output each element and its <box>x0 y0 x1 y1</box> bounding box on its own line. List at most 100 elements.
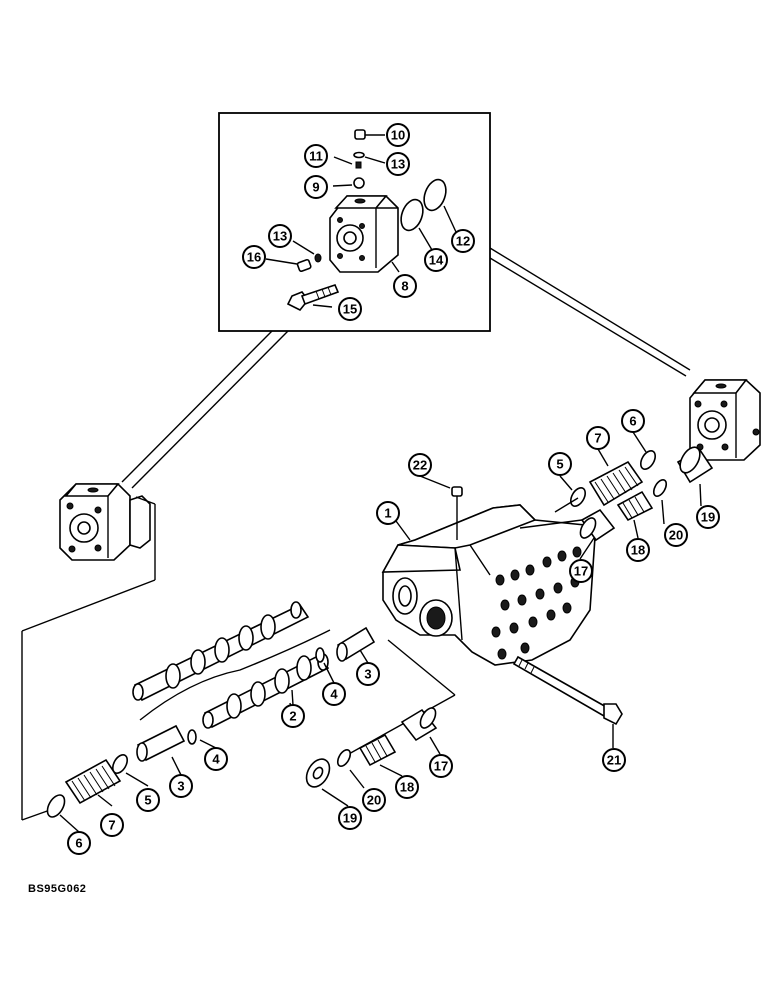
svg-text:7: 7 <box>594 431 601 446</box>
oring-part-4-left <box>187 729 197 745</box>
spring-part-18-lower <box>358 733 397 767</box>
svg-text:8: 8 <box>401 279 408 294</box>
callout-5-lower: 5 <box>136 788 160 812</box>
svg-text:17: 17 <box>434 759 448 774</box>
spool-part-2-lower <box>139 629 331 729</box>
svg-text:9: 9 <box>312 180 319 195</box>
svg-text:5: 5 <box>556 457 563 472</box>
svg-text:17: 17 <box>574 564 588 579</box>
oring-part-4-right <box>315 647 325 663</box>
seal-part-6-lower <box>46 794 66 818</box>
callout-7-upper: 7 <box>586 426 610 450</box>
inset-detail-box <box>121 112 691 489</box>
callout-20-upper: 20 <box>664 523 688 547</box>
fitting-part-22 <box>451 486 463 540</box>
callout-13-left: 13 <box>268 224 292 248</box>
svg-text:10: 10 <box>391 128 405 143</box>
spring-part-18-upper <box>616 490 654 522</box>
svg-text:6: 6 <box>629 414 636 429</box>
spool-part-2-upper <box>132 601 310 702</box>
callout-6-lower: 6 <box>67 831 91 855</box>
callout-19-upper: 19 <box>696 505 720 529</box>
plunger-part-17-upper <box>519 497 616 542</box>
callout-15: 15 <box>338 297 362 321</box>
washer-part-5-upper <box>569 487 587 507</box>
callout-17-lower: 17 <box>429 754 453 778</box>
plug-part-10 <box>354 129 385 140</box>
cap-part-19-lower <box>305 758 331 788</box>
plunger-part-3-right <box>336 626 376 662</box>
valve-body-part-1 <box>381 504 596 666</box>
svg-text:6: 6 <box>75 836 82 851</box>
callout-8: 8 <box>393 274 417 298</box>
callout-1: 1 <box>376 501 400 525</box>
svg-text:1: 1 <box>384 506 391 521</box>
spring-part-7-upper <box>588 460 644 507</box>
callout-leaders <box>59 431 702 833</box>
small-oring-inset <box>333 151 386 169</box>
svg-text:18: 18 <box>631 543 645 558</box>
svg-text:18: 18 <box>400 780 414 795</box>
plunger-part-17-lower <box>400 707 438 742</box>
callout-9: 9 <box>304 175 328 199</box>
callout-14: 14 <box>424 248 448 272</box>
svg-text:21: 21 <box>607 753 621 768</box>
callout-12: 12 <box>451 229 475 253</box>
callout-18-upper: 18 <box>626 538 650 562</box>
oring-part-12 <box>423 178 457 233</box>
oring-part-14 <box>400 198 433 251</box>
seal-part-6-upper <box>639 450 657 470</box>
oring-part-20-lower <box>336 749 352 767</box>
callout-4-left: 4 <box>204 747 228 771</box>
figure-code-label: BS95G062 <box>28 883 87 895</box>
left-relief-valve-view <box>21 483 156 821</box>
spring-part-7-lower <box>64 758 122 805</box>
callout-3-right: 3 <box>356 662 380 686</box>
callout-22: 22 <box>408 453 432 477</box>
callout-10: 10 <box>386 123 410 147</box>
svg-text:5: 5 <box>144 793 151 808</box>
callout-19-lower: 19 <box>338 806 362 830</box>
tie-bolt-part-21 <box>512 655 623 748</box>
plunger-part-3-left <box>136 724 186 762</box>
lower-center-leader <box>337 639 456 761</box>
right-relief-valve-view <box>689 379 761 461</box>
bolt-part-15 <box>286 284 340 312</box>
callout-2: 2 <box>281 704 305 728</box>
oring-part-20-upper <box>652 479 668 497</box>
svg-text:16: 16 <box>247 250 261 265</box>
callout-5-upper: 5 <box>548 452 572 476</box>
svg-text:13: 13 <box>391 157 405 172</box>
svg-text:4: 4 <box>212 752 220 767</box>
svg-text:11: 11 <box>309 149 323 164</box>
callout-20-lower: 20 <box>362 788 386 812</box>
svg-text:20: 20 <box>367 793 381 808</box>
svg-text:19: 19 <box>701 510 715 525</box>
svg-text:19: 19 <box>343 811 357 826</box>
cap-part-19-upper <box>676 446 714 484</box>
svg-text:14: 14 <box>429 253 444 268</box>
callout-4-right: 4 <box>322 682 346 706</box>
svg-text:13: 13 <box>273 229 287 244</box>
svg-text:7: 7 <box>108 818 115 833</box>
callout-21: 21 <box>602 748 626 772</box>
callout-17-upper: 17 <box>569 559 593 583</box>
svg-text:2: 2 <box>289 709 296 724</box>
svg-text:3: 3 <box>177 779 184 794</box>
callout-11: 11 <box>304 144 328 168</box>
svg-text:15: 15 <box>343 302 357 317</box>
callout-6-upper: 6 <box>621 409 645 433</box>
callout-18-lower: 18 <box>395 775 419 799</box>
svg-text:20: 20 <box>669 528 683 543</box>
svg-text:3: 3 <box>364 667 371 682</box>
callout-3-left: 3 <box>169 774 193 798</box>
svg-text:22: 22 <box>413 458 427 473</box>
callout-16: 16 <box>242 245 266 269</box>
valve-body-part-8 <box>329 195 400 273</box>
svg-text:12: 12 <box>456 234 470 249</box>
plug-part-16 <box>265 240 322 272</box>
callout-13-top: 13 <box>386 152 410 176</box>
svg-text:4: 4 <box>330 687 338 702</box>
ball-part-9 <box>332 177 365 189</box>
